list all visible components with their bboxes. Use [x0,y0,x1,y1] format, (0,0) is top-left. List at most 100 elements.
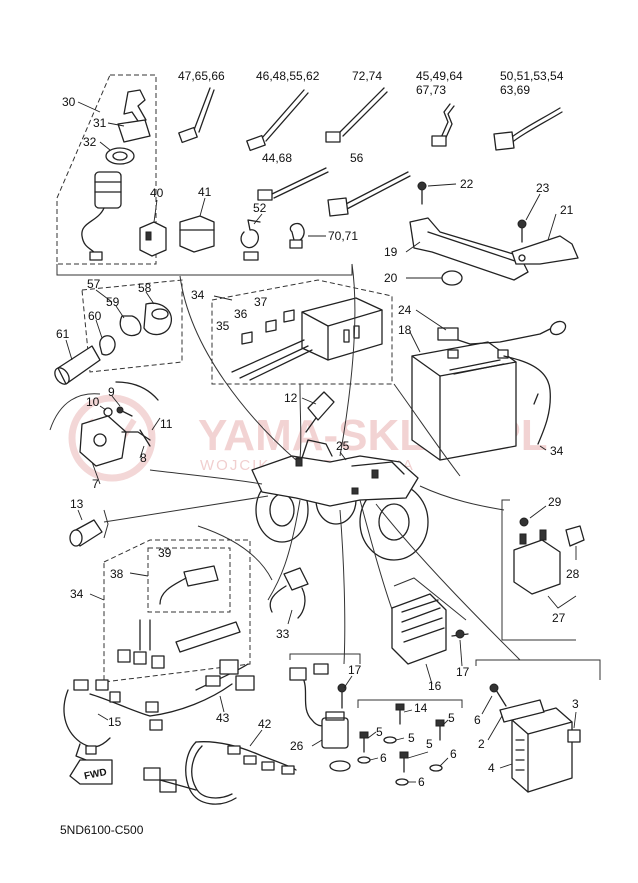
tie-head [178,126,198,144]
callout-14: 26 [290,739,304,753]
leader [115,305,125,319]
callout-63-69: 63,69 [500,83,530,97]
leader [99,141,111,151]
cable-tie-50-51-53-54: 50,51,53,54 63,69 [493,69,564,151]
leader [343,675,353,689]
leader [65,339,73,361]
relay-40: 40 [139,186,167,257]
leader [311,739,323,747]
leader [525,193,541,221]
negative-cable-end [533,393,539,405]
leader [77,509,83,521]
atv-rear-left-hub [378,503,410,541]
diagram-code: 5ND6100-C500 [60,823,144,837]
callout-16: 16 [428,679,442,693]
leader [91,461,101,485]
coil-hole [93,433,107,447]
sensor-33-lead [297,587,306,619]
callout-41: 41 [198,185,212,199]
leader [219,695,225,713]
callout-17: 17 [456,665,470,679]
callout-10: 10 [86,395,100,409]
lead-26-plug [143,767,161,781]
coil-hose [115,381,159,401]
harness-plug [205,675,221,687]
route-line [103,495,269,523]
leader [151,417,161,431]
fwd-label: FWD [83,767,108,782]
leader [199,197,206,217]
leader [99,405,107,411]
cdi-edge [527,721,573,735]
harness-main-wire [149,683,233,717]
rectifier-group: 16 17 [391,577,470,693]
bracket-21-hole [518,254,526,262]
relay-terminal [539,529,547,541]
callout-39: 39 [158,546,172,560]
fuse-box-group: 34 37 36 35 [191,279,393,385]
starter-relay-body [513,539,561,595]
callout-7: 7 [92,477,99,491]
group-34-outline [211,279,393,385]
bolt-8 [139,429,151,447]
tie-strap [261,89,305,139]
leader [487,715,503,741]
callout-20: 20 [384,271,398,285]
neutral-switch-13: 13 [69,497,109,547]
tie-head [431,135,447,147]
callout-59: 59 [106,295,120,309]
leader [139,445,145,459]
lead-26-branch [159,779,197,791]
callout-4: 3 [572,697,579,711]
relay-40-body [139,221,167,257]
atv-marker [371,469,379,479]
rectifier-bracket [393,577,467,621]
sub-harness-group: 38 39 34 [70,539,251,683]
bolt-5-head [435,719,445,727]
callout-8: 8 [140,451,147,465]
atv-body [251,455,419,507]
tie-strap [339,87,385,133]
sensor-14-oring [329,760,351,772]
callout-44-68: 44,68 [262,151,292,165]
callout-70-71: 70,71 [328,229,358,243]
callout-36: 36 [234,307,248,321]
tie-head [246,134,266,152]
battery-group: 24 18 34 [398,303,567,461]
leader [539,445,547,451]
fuse-box-body [301,297,383,361]
leader [95,319,103,339]
cable-tie-44-68: 44,68 [257,151,329,201]
callout-24: 24 [398,303,412,317]
bolt-23-head [517,219,527,229]
callout-30: 30 [62,95,76,109]
fuse-37 [283,309,295,323]
callout-34-fuse: 34 [191,288,205,302]
leader [145,291,155,305]
clamp-52: 52 [240,201,267,261]
leader [369,757,379,761]
sensor-14-top [325,711,345,721]
starter-relay-group: 29 28 27 [501,495,585,641]
leader [405,241,421,253]
callout-21: 21 [560,203,574,217]
callout-11: 11 [160,417,173,431]
battery-edge [411,355,441,377]
leader [301,397,317,405]
damper-20 [441,270,463,286]
sensor-14-plug [289,667,307,681]
group-57-outline [81,279,183,373]
rectifier-16 [391,593,447,665]
lead-26-wire [185,741,237,805]
bolt-5-head [395,703,405,711]
relay-terminal [519,533,527,545]
sub-lead-26: 42 [143,717,297,805]
harness-branch [195,663,249,691]
harness-wire [139,619,151,651]
switch-13-bracket [103,509,109,539]
tie-strap [265,92,309,142]
callout-67-73: 67,73 [416,83,446,97]
tie-strap [344,175,411,211]
callout-40: 40 [150,186,164,200]
leader [253,213,263,225]
